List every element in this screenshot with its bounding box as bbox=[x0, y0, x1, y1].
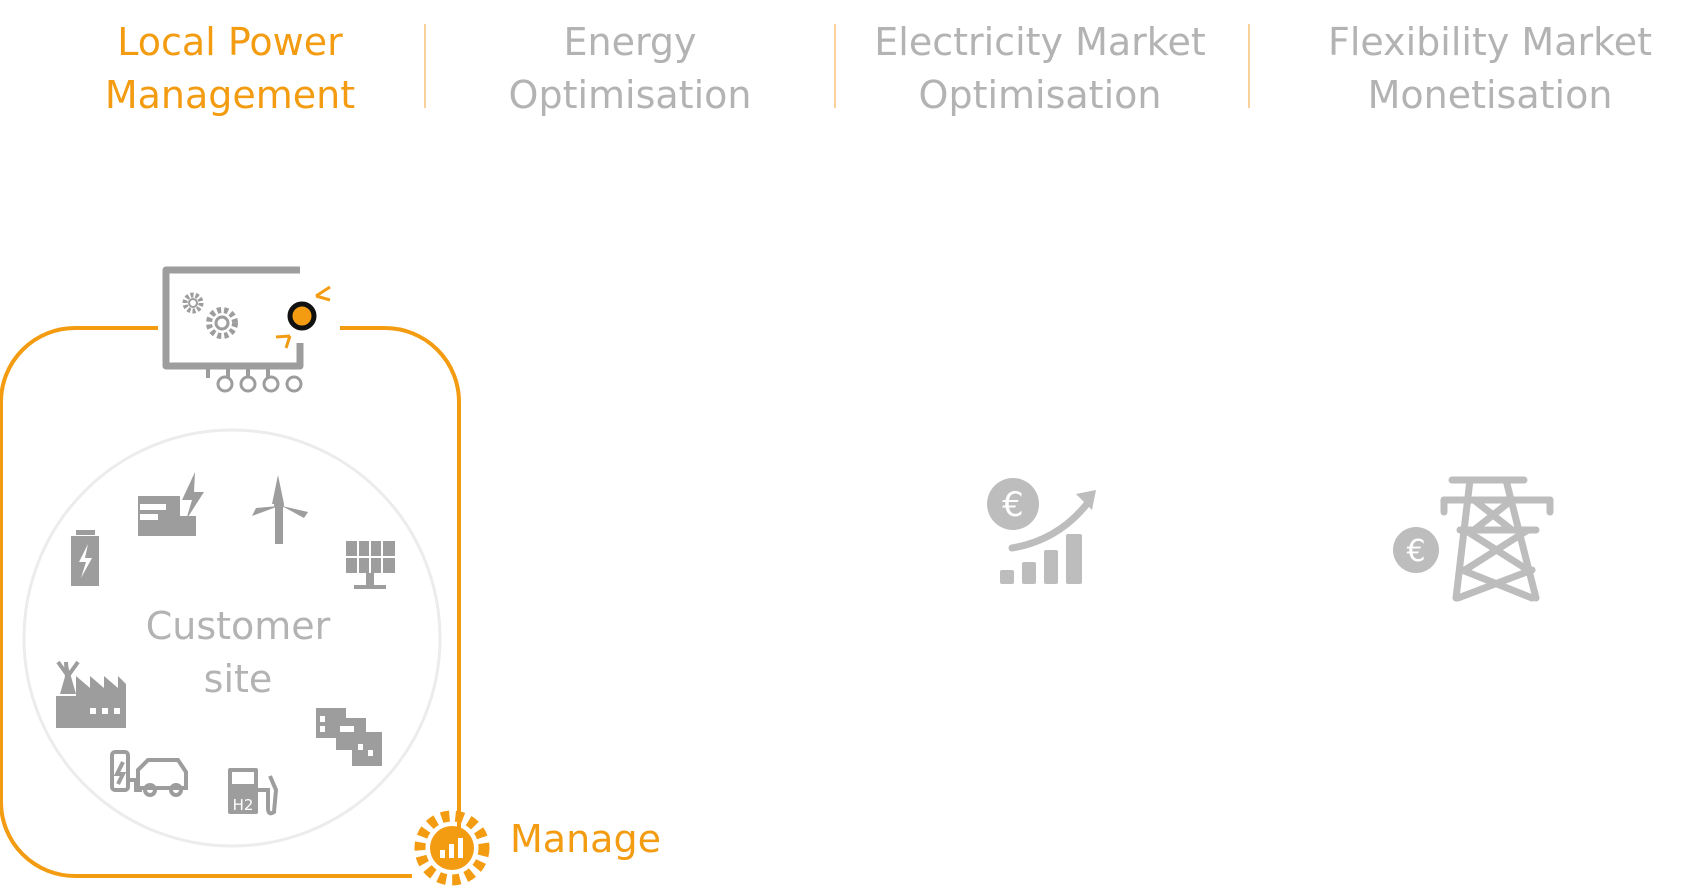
customer-site-label: Customer site bbox=[138, 600, 338, 706]
tab-label-line1: Electricity Market bbox=[874, 20, 1206, 64]
svg-text:€: € bbox=[1002, 485, 1024, 525]
customer-site-line1: Customer bbox=[145, 604, 331, 648]
euro-power-pylon-icon: € bbox=[1393, 476, 1554, 602]
buildings-icon bbox=[316, 708, 382, 766]
tab-label-line1: Energy bbox=[563, 20, 697, 64]
tab-label-line1: Local Power bbox=[117, 20, 343, 64]
svg-text:H2: H2 bbox=[233, 796, 254, 814]
tab-energy-optimisation[interactable]: Energy Optimisation bbox=[470, 16, 790, 126]
wind-turbine-icon bbox=[252, 475, 308, 544]
site-boundary bbox=[0, 326, 461, 878]
status-led-icon bbox=[287, 301, 317, 331]
tab-flexibility-market-monetisation[interactable]: Flexibility Market Monetisation bbox=[1300, 16, 1680, 126]
gear-icon bbox=[182, 292, 238, 339]
tab-label-line2: Optimisation bbox=[508, 73, 752, 117]
tab-separator bbox=[1248, 24, 1250, 108]
green-factory-icon bbox=[56, 660, 126, 728]
customer-site-line2: site bbox=[203, 657, 273, 701]
ev-car-charger-icon bbox=[110, 750, 188, 797]
tab-separator bbox=[834, 24, 836, 108]
solar-panel-icon bbox=[346, 541, 395, 589]
tab-local-power-management[interactable]: Local Power Management bbox=[80, 16, 380, 126]
manage-label: Manage bbox=[510, 817, 661, 861]
svg-text:€: € bbox=[1406, 534, 1425, 569]
euro-growth-chart-icon: € bbox=[987, 478, 1096, 584]
controller-device-icon bbox=[162, 266, 331, 393]
tab-separator bbox=[424, 24, 426, 108]
manage-gear-icon bbox=[414, 810, 490, 886]
tab-label-line2: Monetisation bbox=[1367, 73, 1613, 117]
tab-electricity-market-optimisation[interactable]: Electricity Market Optimisation bbox=[860, 16, 1220, 126]
ev-charging-icon bbox=[138, 472, 204, 536]
tab-label-line2: Management bbox=[104, 73, 356, 117]
customer-site-circle bbox=[22, 428, 442, 848]
tab-label-line2: Optimisation bbox=[918, 73, 1162, 117]
hydrogen-station-icon: H2 bbox=[228, 768, 279, 816]
tab-label-line1: Flexibility Market bbox=[1327, 20, 1653, 64]
battery-icon bbox=[71, 530, 99, 586]
